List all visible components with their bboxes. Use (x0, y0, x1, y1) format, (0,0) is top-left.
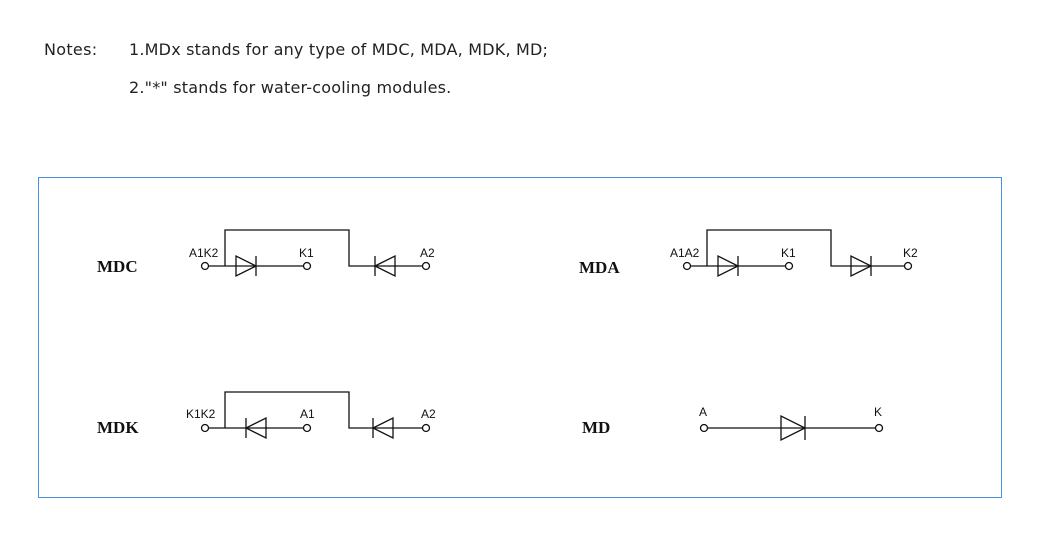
md-name: MD (582, 418, 610, 437)
circuit-diagram-frame (38, 177, 1002, 498)
mda-terminal-1 (682, 261, 692, 271)
mdc-diode-1 (235, 254, 258, 278)
mda-diode-2 (850, 254, 873, 278)
md-pin2-label: K (874, 405, 882, 419)
mdc-wire-bridge (224, 229, 423, 267)
md-circuit: MD A K (582, 405, 884, 442)
md-pin1-label: A (699, 405, 707, 419)
mdk-pin3-label: A2 (421, 407, 436, 421)
mdc-terminal-1 (200, 261, 210, 271)
mda-name: MDA (579, 258, 620, 277)
mdk-pin2-label: A1 (300, 407, 315, 421)
mdc-pin3-label: A2 (420, 246, 435, 260)
mdc-name: MDC (97, 257, 138, 276)
mda-wire-bridge (706, 229, 905, 267)
mdk-diode-1 (244, 416, 267, 440)
mdk-pin1-label: K1K2 (186, 407, 216, 421)
mda-terminal-2 (784, 261, 794, 271)
mda-circuit: MDA A1A2 K1 K2 (579, 229, 918, 278)
mdc-pin1-label: A1K2 (189, 246, 219, 260)
mdk-name: MDK (97, 418, 139, 437)
notes-label: Notes: (44, 40, 98, 59)
mda-pin1-label: A1A2 (670, 246, 700, 260)
mdc-terminal-3 (421, 261, 431, 271)
mda-terminal-3 (903, 261, 913, 271)
md-diode (780, 414, 807, 442)
mdc-circuit: MDC A1K2 K1 A2 (97, 229, 435, 278)
mdk-terminal-1 (200, 423, 210, 433)
mdc-pin2-label: K1 (299, 246, 314, 260)
mdk-terminal-3 (421, 423, 431, 433)
mdc-terminal-2 (302, 261, 312, 271)
note-line-2: 2."*" stands for water-cooling modules. (129, 78, 452, 97)
mdk-circuit: MDK K1K2 A1 A2 (97, 391, 436, 440)
mda-diode-1 (717, 254, 740, 278)
md-terminal-1 (699, 423, 709, 433)
md-terminal-2 (874, 423, 884, 433)
mdk-terminal-2 (302, 423, 312, 433)
mdk-diode-2 (371, 416, 394, 440)
note-line-1: 1.MDx stands for any type of MDC, MDA, M… (129, 40, 549, 59)
mda-pin2-label: K1 (781, 246, 796, 260)
mda-pin3-label: K2 (903, 246, 918, 260)
mdc-diode-2 (373, 254, 396, 278)
